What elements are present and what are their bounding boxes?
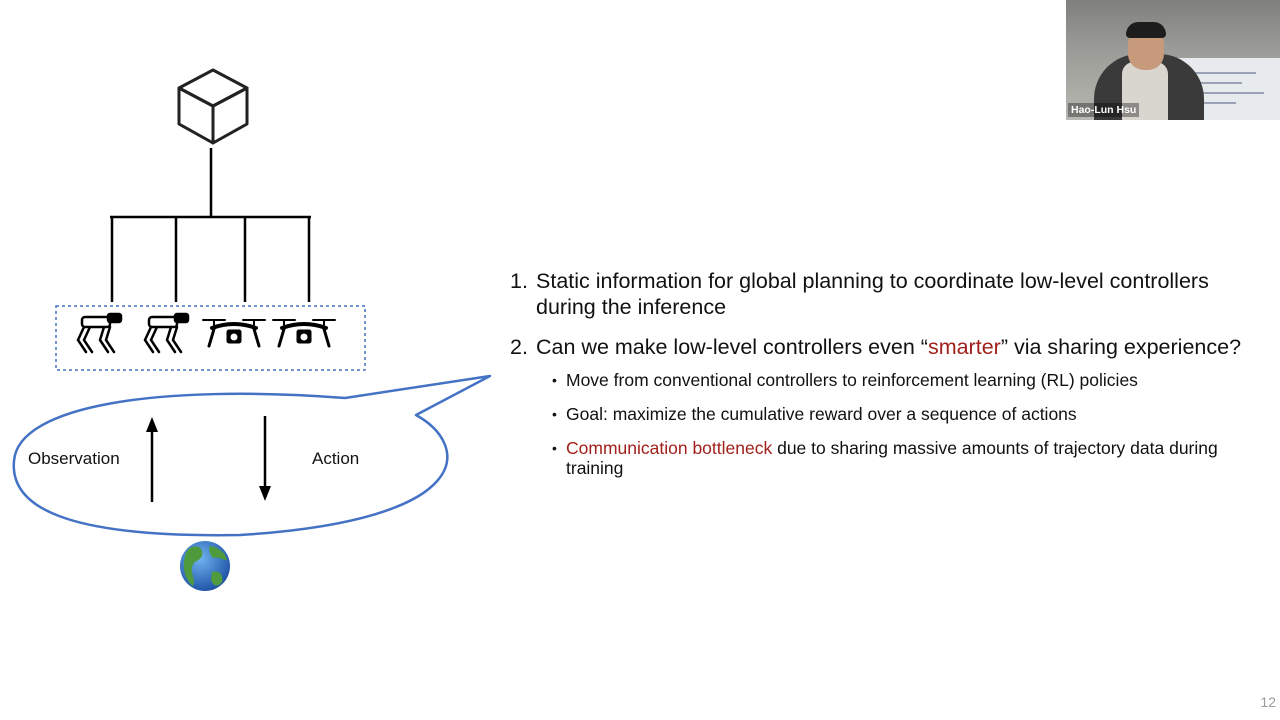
cube-icon [177, 68, 249, 145]
point-1: 1. Static information for global plannin… [510, 268, 1270, 320]
slide-points: 1. Static information for global plannin… [510, 268, 1270, 492]
page-number: 12 [1260, 694, 1276, 710]
observation-arrow [146, 417, 158, 502]
multi-agent-diagram [12, 68, 492, 591]
hierarchy-lines [110, 148, 311, 302]
bullet-icon: • [552, 406, 557, 422]
agent-group-box [55, 305, 366, 371]
globe-icon [180, 541, 230, 591]
point-text-after: ” via sharing experience? [1000, 335, 1242, 359]
sub-point-text: Communication bottleneck due to sharing … [566, 438, 1270, 478]
point-text-before: Can we make low-level controllers even “ [536, 335, 928, 359]
point-text: Static information for global planning t… [536, 269, 1209, 319]
highlighted-word: smarter [927, 335, 1001, 359]
observation-label: Observation [28, 449, 120, 468]
action-arrow [259, 416, 271, 501]
point-2: 2. Can we make low-level controllers eve… [510, 334, 1270, 360]
action-label: Action [312, 449, 360, 468]
speech-bubble [12, 374, 492, 537]
bullet-icon: • [552, 372, 557, 388]
highlighted-phrase: Communication bottleneck [566, 438, 773, 458]
sub-point: • Move from conventional controllers to … [552, 370, 1270, 390]
participant-hair [1126, 22, 1166, 38]
bullet-icon: • [552, 440, 557, 456]
point-number: 1. [510, 269, 528, 293]
participant-video-tile[interactable]: Hao-Lun Hsu [1066, 0, 1280, 120]
sub-point-text-rest: due to sharing massive amounts of trajec… [566, 438, 1218, 478]
sub-points: • Move from conventional controllers to … [552, 370, 1270, 478]
participant-shirt [1122, 62, 1168, 120]
participant-name-label: Hao-Lun Hsu [1068, 103, 1140, 117]
sub-point-text: Move from conventional controllers to re… [566, 370, 1138, 390]
sub-point-text: Goal: maximize the cumulative reward ove… [566, 404, 1077, 424]
robot-dog-icon [143, 312, 190, 354]
robot-dog-icon [76, 312, 123, 354]
point-text: Can we make low-level controllers even “… [536, 334, 1270, 360]
drone-icon [202, 319, 266, 348]
drone-icon [272, 319, 336, 348]
sub-point: • Communication bottleneck due to sharin… [552, 438, 1270, 478]
sub-point: • Goal: maximize the cumulative reward o… [552, 404, 1270, 424]
point-number: 2. [510, 335, 528, 359]
